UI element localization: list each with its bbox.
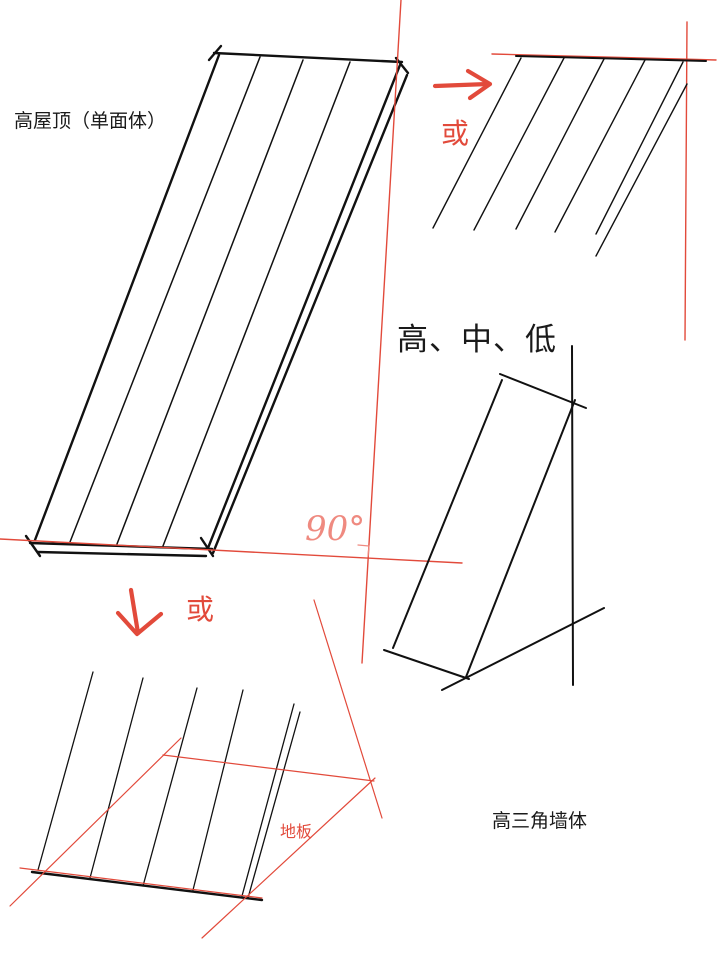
roof-ridge-lines [69, 56, 351, 547]
variant-top-red-vertical [684, 21, 688, 341]
or-label-top: 或 [441, 117, 470, 150]
roof-ridge-line [162, 61, 351, 547]
roof-variant-top [432, 21, 717, 341]
height-levels-label: 高、中、低 [397, 322, 557, 358]
floor-variant-line [89, 677, 144, 879]
floor-variant-line [247, 711, 301, 899]
high-roof-label: 高屋顶（单面体） [14, 110, 167, 132]
roof-ridge-line [116, 59, 304, 545]
variant-top-line [595, 83, 688, 257]
floor-variant-base [30, 870, 264, 902]
floor-variant-line [241, 703, 295, 897]
floor-variant [9, 599, 383, 939]
vertical-guide-line [361, 0, 402, 664]
wall-bottom-edge [383, 649, 470, 680]
variant-top-line [515, 58, 605, 230]
wall-base-diagonal [441, 607, 605, 691]
high-triangle-wall-label: 高三角墙体 [492, 810, 588, 832]
floor-variant-line [142, 687, 198, 887]
variant-top-line [595, 61, 684, 235]
wall-slope-edge [465, 399, 576, 678]
variant-top-line [554, 59, 646, 233]
roof-top-edge [212, 51, 404, 64]
variant-top-line [432, 57, 522, 229]
roof-left-edge [33, 53, 221, 542]
tick-top-left [207, 44, 223, 62]
floor-outline-diagonal [313, 599, 383, 819]
triangle-wall-sketch [383, 345, 605, 691]
tick-bottom-left [24, 534, 42, 558]
variant-top-red-horizontal [491, 53, 717, 61]
wall-top-edge [499, 373, 587, 409]
arrow-down-icon [115, 587, 164, 637]
floor-outline-right [201, 777, 376, 939]
floor-outline-top [162, 754, 375, 782]
roof-right-edge [206, 63, 402, 550]
angle-annotation: 90° [305, 509, 365, 549]
floor-variant-line [192, 689, 244, 891]
floor-outline-left [9, 737, 182, 907]
floor-label: 地板 [280, 822, 313, 841]
wall-left-edge [392, 379, 503, 649]
roof-thickness-edge [211, 73, 409, 555]
variant-top-line [473, 57, 565, 231]
right-angle-mark [357, 544, 370, 557]
horizontal-guide-line [0, 538, 463, 564]
high-roof-sketch [24, 44, 410, 558]
tick-bottom-right [199, 536, 215, 558]
wall-vertical-line [571, 345, 574, 686]
arrow-right-icon [432, 68, 493, 101]
floor-outline-bottom [19, 867, 263, 899]
roof-bottom-back-edge [36, 550, 208, 558]
roof-ridge-line [69, 56, 261, 543]
right-angle-mark [357, 544, 370, 557]
floor-variant-line [37, 671, 94, 871]
roof-guides [0, 0, 463, 664]
variant-top-edge [515, 55, 707, 62]
or-label-left: 或 [186, 593, 215, 626]
